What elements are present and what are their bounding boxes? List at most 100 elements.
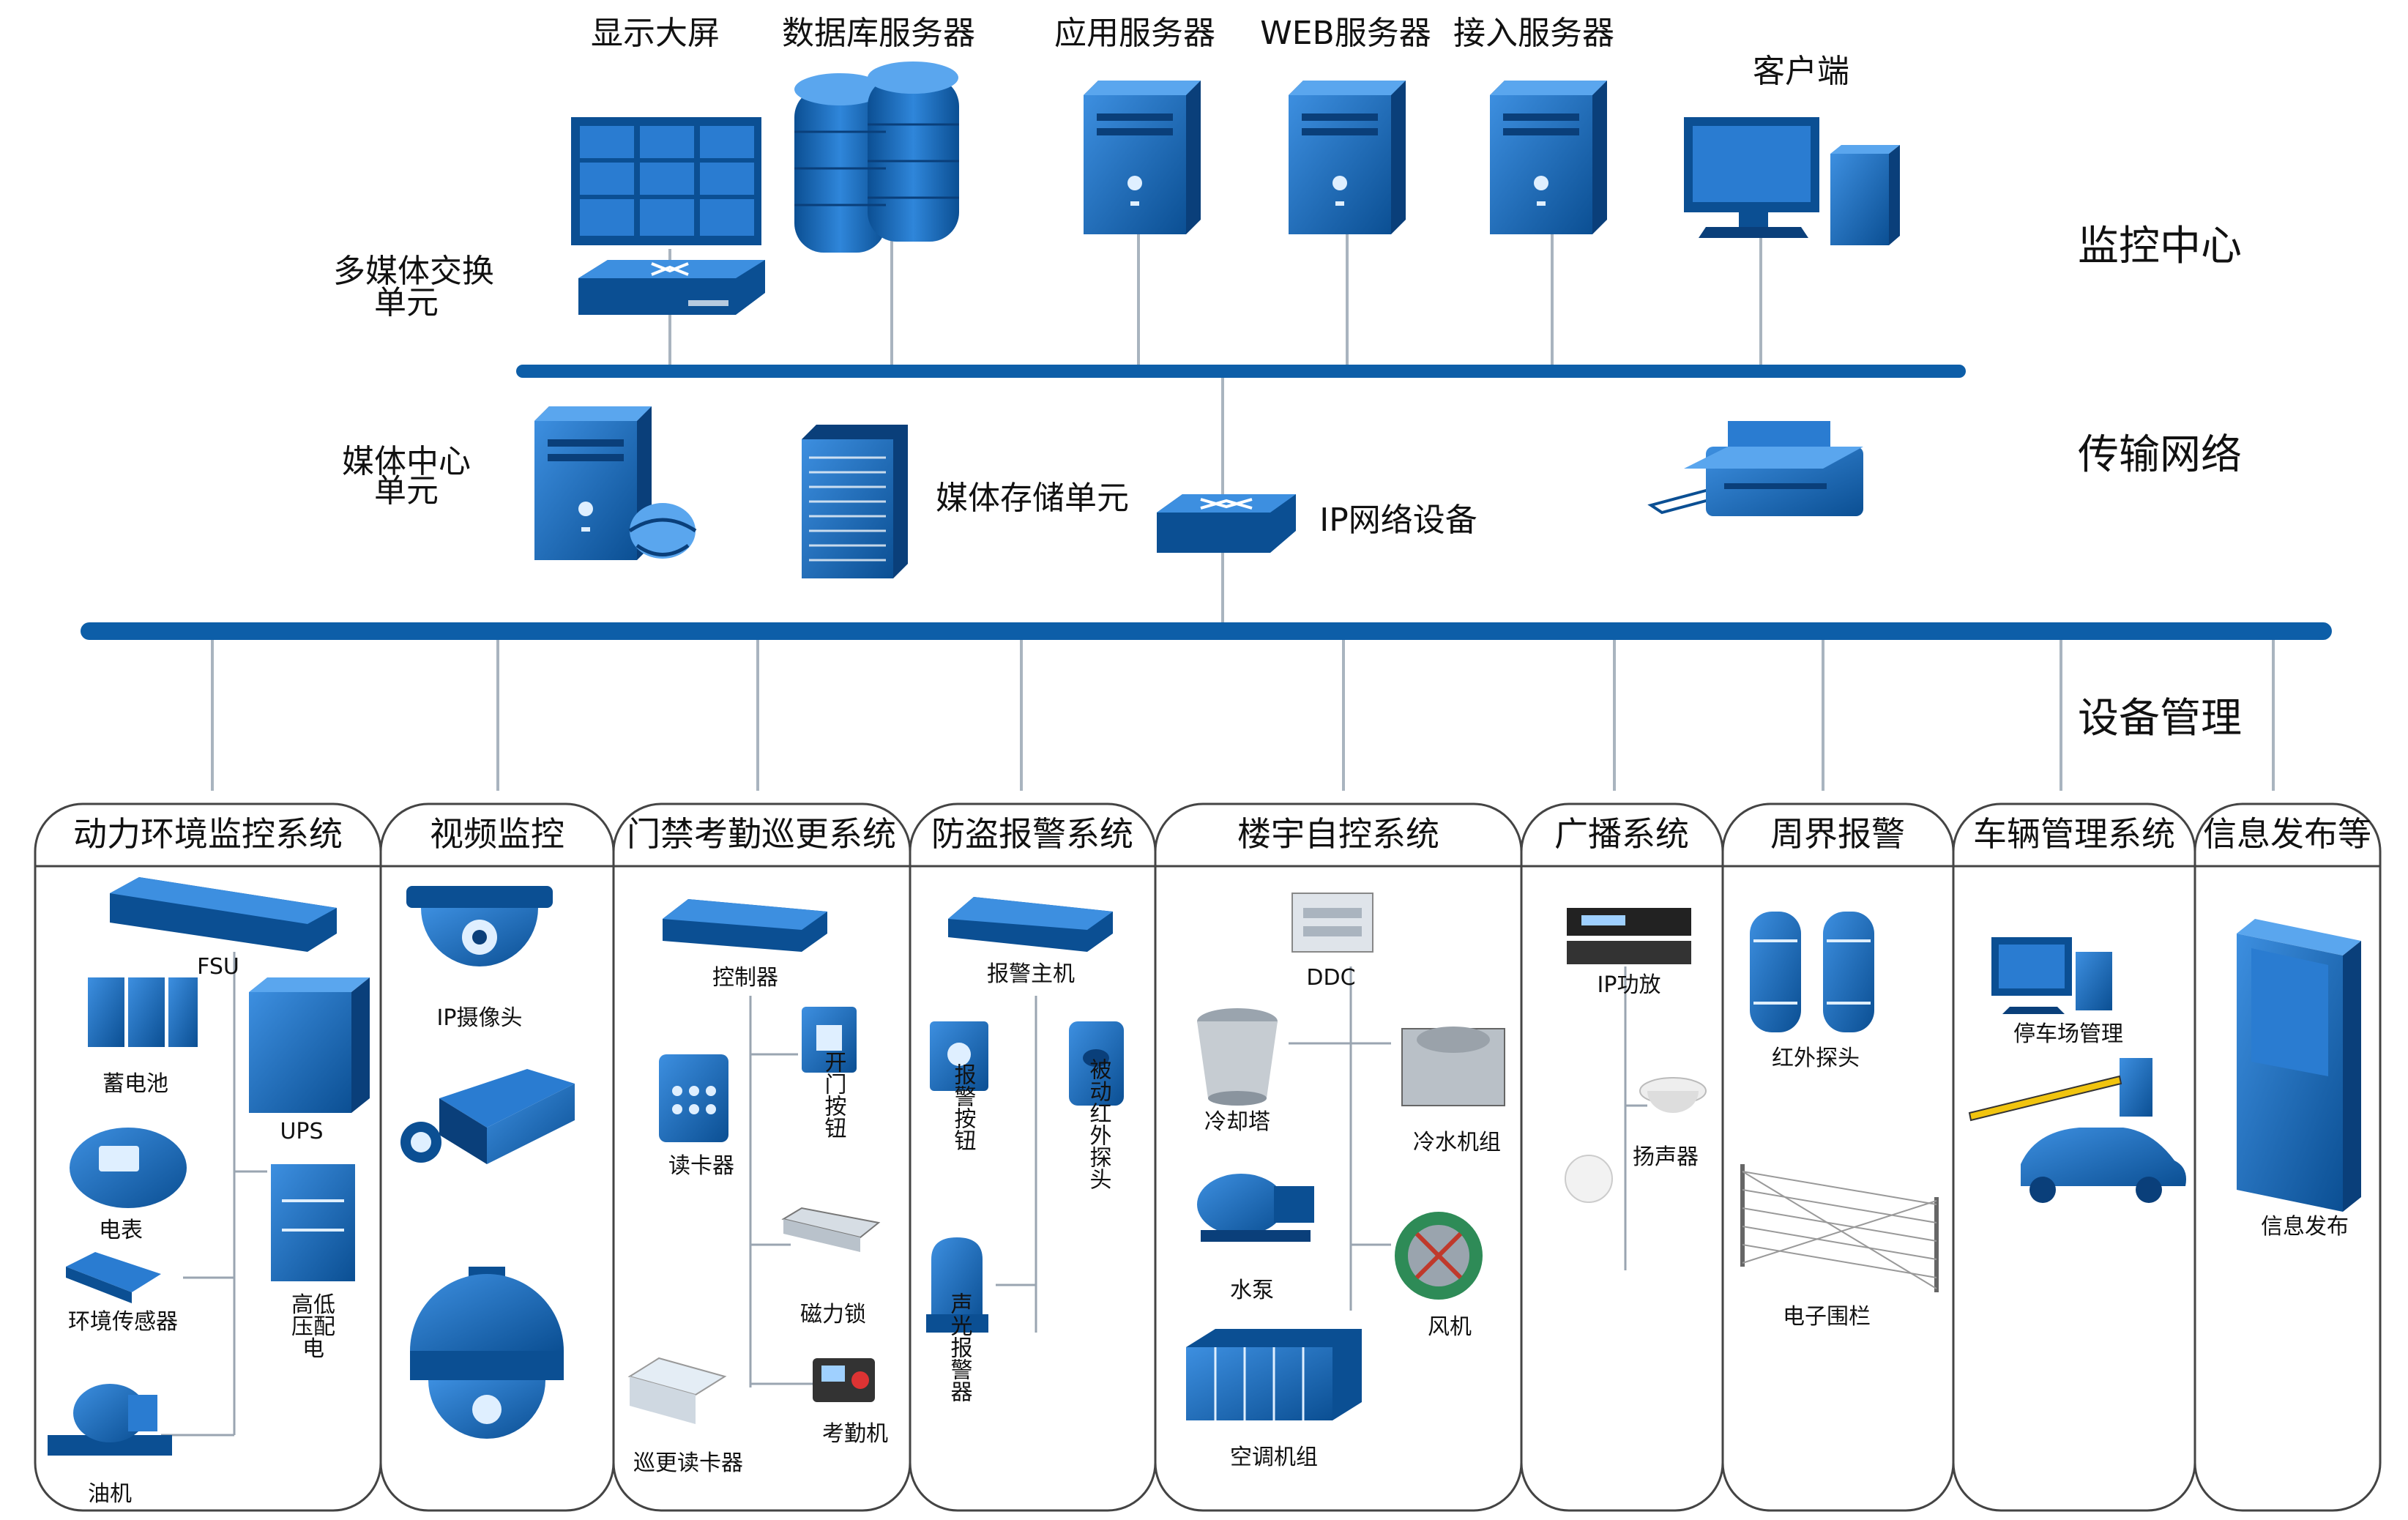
hdr-building: 楼宇自控系统	[1237, 814, 1439, 854]
fence-icon	[1740, 1164, 1939, 1292]
lbl-ir: 红外探头	[1772, 1046, 1860, 1071]
lbl-pump: 水泵	[1230, 1278, 1274, 1303]
controller-icon	[663, 899, 827, 952]
lbl-controller: 控制器	[712, 965, 778, 991]
label-client: 客户端	[1753, 53, 1849, 90]
hdr-access: 门禁考勤巡更系统	[627, 814, 896, 854]
lbl-hv-1: 高低	[291, 1292, 335, 1318]
env-sensor-icon	[66, 1252, 161, 1303]
label-media-center-1: 媒体中心	[342, 443, 471, 480]
kiosk-icon	[2237, 919, 2361, 1212]
lbl-open-btn: 开门按钮	[821, 1051, 847, 1139]
box-camera-icon	[400, 1069, 575, 1164]
label-mm-switch-2: 单元	[374, 284, 439, 321]
label-display-wall: 显示大屏	[591, 15, 720, 52]
media-server-icon	[534, 406, 697, 560]
hdr-vehicle: 车辆管理系统	[1973, 814, 2175, 854]
lbl-pir: 被动红外探头	[1086, 1058, 1112, 1190]
ir-beam-icon	[1750, 912, 1874, 1032]
lbl-alarm-button: 报警按钮	[950, 1063, 977, 1151]
alarm-button-icon	[930, 1021, 988, 1091]
lbl-alarm-host: 报警主机	[987, 961, 1075, 987]
lbl-amp: IP功放	[1598, 972, 1661, 998]
lbl-fence: 电子围栏	[1783, 1304, 1871, 1330]
hdr-power: 动力环境监控系统	[73, 814, 343, 854]
lbl-maglock: 磁力锁	[800, 1302, 866, 1327]
lbl-fan: 风机	[1428, 1314, 1472, 1340]
label-media-storage: 媒体存储单元	[936, 480, 1129, 517]
ip-network-device-icon	[1157, 494, 1296, 553]
app-server-icon	[1084, 81, 1201, 234]
printer-icon	[1647, 421, 1863, 516]
fsu-icon	[110, 877, 337, 952]
patrol-reader-icon	[627, 1357, 727, 1424]
lbl-siren: 声光报警器	[947, 1292, 973, 1402]
ups-icon	[249, 977, 370, 1113]
cooling-tower-icon	[1197, 1008, 1278, 1106]
ip-amplifier-icon	[1567, 908, 1691, 964]
lbl-env: 环境传感器	[68, 1309, 178, 1335]
label-media-center-2: 单元	[374, 472, 439, 510]
dome-camera-icon	[406, 886, 553, 966]
lbl-ddc: DDC	[1306, 965, 1355, 991]
siren-icon	[926, 1237, 988, 1333]
lbl-fsu: FSU	[197, 954, 239, 980]
lbl-battery: 蓄电池	[102, 1071, 168, 1097]
panel-wiring	[161, 952, 1647, 1437]
lbl-ahu: 空调机组	[1230, 1445, 1318, 1470]
generator-icon	[48, 1384, 172, 1456]
database-icon	[794, 62, 959, 253]
speaker-icon	[1565, 1077, 1707, 1203]
device-backbone-bar	[81, 622, 2332, 640]
network-switch-icon	[578, 260, 765, 315]
lbl-parking: 停车场管理	[2013, 1021, 2123, 1047]
hdr-broadcast: 广播系统	[1554, 814, 1689, 854]
storage-rack-icon	[802, 425, 908, 578]
lbl-hv-2: 压配	[291, 1314, 335, 1340]
lbl-reader: 读卡器	[668, 1153, 734, 1179]
hdr-alarm: 防盗报警系统	[931, 814, 1133, 854]
alarm-host-icon	[948, 897, 1113, 952]
parking-pc-icon	[1991, 937, 2112, 1014]
hdr-perimeter: 周界报警	[1770, 814, 1905, 854]
label-app-server: 应用服务器	[1054, 15, 1215, 52]
attendance-icon	[813, 1358, 875, 1402]
lbl-speaker: 扬声器	[1633, 1144, 1699, 1170]
label-mm-switch-1: 多媒体交换	[333, 253, 494, 290]
layer-monitor: 监控中心	[2078, 223, 2242, 270]
chiller-icon	[1401, 1027, 1505, 1106]
lbl-oil: 油机	[88, 1481, 132, 1507]
pump-icon	[1197, 1174, 1314, 1242]
lbl-ipcam: IP摄像头	[437, 1005, 523, 1031]
web-server-icon	[1289, 81, 1406, 234]
label-ip-device: IP网络设备	[1319, 502, 1477, 539]
lbl-attendance: 考勤机	[822, 1421, 888, 1447]
ptz-camera-icon	[410, 1267, 564, 1439]
battery-icon	[88, 977, 198, 1047]
car-barrier-icon	[1968, 1058, 2186, 1203]
access-server-icon	[1490, 81, 1607, 234]
monitor-backbone-bar	[516, 365, 1966, 378]
hdr-video: 视频监控	[430, 814, 564, 854]
lbl-chiller: 冷水机组	[1413, 1130, 1501, 1155]
lbl-patrol: 巡更读卡器	[633, 1450, 743, 1476]
card-reader-icon	[659, 1054, 728, 1142]
lbl-publish: 信息发布	[2261, 1214, 2349, 1240]
open-button-icon	[802, 1007, 857, 1073]
connection-lines	[211, 234, 2275, 791]
pir-sensor-icon	[1069, 1021, 1124, 1106]
label-access-server: 接入服务器	[1453, 15, 1614, 52]
ahu-icon	[1186, 1329, 1362, 1420]
label-db-server: 数据库服务器	[782, 15, 975, 52]
desktop-pc-icon	[1684, 117, 1900, 245]
ddc-icon	[1291, 893, 1373, 953]
fan-icon	[1395, 1212, 1483, 1300]
meter-icon	[70, 1128, 187, 1208]
layer-transport: 传输网络	[2078, 431, 2242, 479]
lbl-hv-3: 电	[302, 1336, 324, 1362]
hdr-info: 信息发布等	[2203, 814, 2371, 854]
lbl-meter: 电表	[99, 1218, 143, 1243]
system-panels	[34, 802, 2382, 1512]
maglock-icon	[781, 1207, 881, 1252]
